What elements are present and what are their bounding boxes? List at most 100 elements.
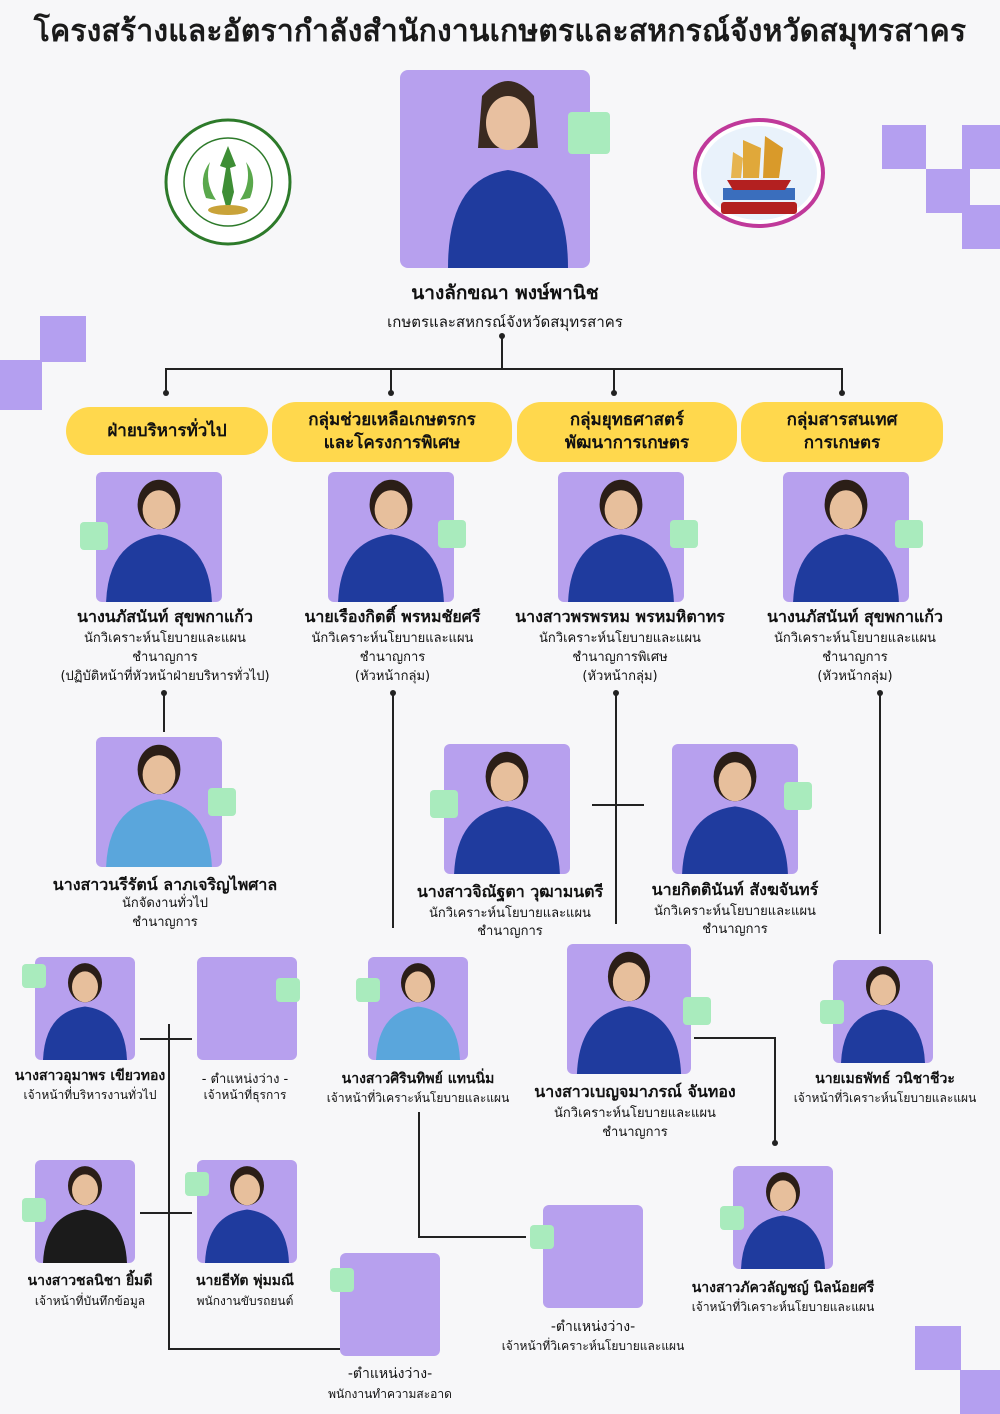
staff-accent-metapat: [820, 1000, 844, 1024]
chief-name: นางลักขณา พงษ์พานิช: [411, 282, 599, 304]
head-role-strategy-2: ชำนาญการพิเศษ: [572, 650, 668, 665]
staff-role-jinnatta-1: นักวิเคราะห์นโยบายและแผน: [429, 906, 591, 921]
head-accent-admin: [80, 522, 108, 550]
staff-accent-pakwalan: [720, 1206, 744, 1230]
staff-photo-jinnatta: [444, 744, 570, 874]
person-silhouette: [376, 963, 460, 1060]
staff-accent-teerat: [185, 1172, 209, 1196]
staff-name-benjamaporn: นางสาวเบญจมาภรณ์ จันทอง: [534, 1082, 736, 1101]
person-silhouette: [338, 479, 444, 602]
staff-photo-kittinan: [672, 744, 798, 874]
staff-photo-sirinthip: [368, 957, 468, 1060]
head-photo-it: [783, 472, 909, 602]
vacant-name-analyst: -ตำแหน่งว่าง-: [550, 1319, 636, 1335]
head-role-it-2: ชำนาญการ: [822, 650, 888, 665]
person-silhouette: [106, 744, 212, 867]
staff-role-kittinan-1: นักวิเคราะห์นโยบายและแผน: [654, 904, 816, 919]
head-name-it: นางนภัสนันท์ สุขพกาแก้ว: [767, 607, 943, 626]
staff-accent-kittinan: [784, 782, 812, 810]
staff-name-metapat: นายเมธพัทธ์ วนิชาชีวะ: [815, 1071, 955, 1087]
staff-accent-sirinthip: [356, 978, 380, 1002]
person-silhouette: [43, 1166, 127, 1263]
vacant-accent-cleaner: [330, 1268, 354, 1292]
head-role-strategy-3: (หัวหน้ากลุ่ม): [582, 669, 658, 684]
group-pill-it: กลุ่มสารสนเทศการเกษตร: [741, 402, 943, 462]
vacant-photo-analyst: [543, 1205, 643, 1308]
staff-name-jinnatta: นางสาวจิณัฐตา วุฒามนตรี: [416, 882, 604, 901]
staff-photo-chonnicha: [35, 1160, 135, 1263]
staff-role-benjamaporn-2: ชำนาญการ: [602, 1125, 668, 1140]
head-accent-it: [895, 520, 923, 548]
vacant-role-analyst: เจ้าหน้าที่วิเคราะห์นโยบายและแผน: [501, 1339, 685, 1353]
person-silhouette: [568, 479, 674, 602]
head-role-admin-1: นักวิเคราะห์นโยบายและแผน: [84, 631, 246, 646]
staff-role-jinnatta-2: ชำนาญการ: [477, 924, 543, 939]
staff-photo-umaporn: [35, 957, 135, 1060]
staff-name-chonnicha: นางสาวชลนิชา ยิ้มดี: [27, 1273, 153, 1289]
head-accent-farmer-aid: [438, 520, 466, 548]
head-role-strategy-1: นักวิเคราะห์นโยบายและแผน: [539, 631, 701, 646]
staff-role-benjamaporn-1: นักวิเคราะห์นโยบายและแผน: [554, 1106, 716, 1121]
ministry-logo: [164, 118, 292, 246]
staff-photo-pakwalan: [733, 1166, 833, 1269]
staff-accent-nareerat: [208, 788, 236, 816]
vacant-accent-analyst: [530, 1225, 554, 1249]
staff-photo-benjamaporn: [567, 944, 691, 1074]
staff-role-nareerat-2: ชำนาญการ: [132, 915, 198, 930]
staff-photo-nareerat: [96, 737, 222, 867]
vacant-photo-clerk: [197, 957, 297, 1060]
person-silhouette: [741, 1172, 825, 1269]
head-role-farmer-aid-2: ชำนาญการ: [359, 650, 426, 665]
head-name-admin: นางนภัสนันท์ สุขพกาแก้ว: [77, 607, 253, 626]
staff-accent-benjamaporn: [683, 997, 711, 1025]
staff-name-teerat: นายธีทัต พุ่มมณี: [195, 1273, 295, 1289]
head-role-it-3: (หัวหน้ากลุ่ม): [817, 669, 893, 684]
person-silhouette: [793, 479, 899, 602]
staff-accent-chonnicha: [22, 1198, 46, 1222]
person-silhouette: [841, 966, 925, 1063]
group-pill-strategy: กลุ่มยุทธศาสตร์พัฒนาการเกษตร: [517, 402, 737, 462]
staff-name-sirinthip: นางสาวศิรินทิพย์ แทนนิ่ม: [341, 1071, 495, 1087]
vacant-photo-cleaner: [340, 1253, 440, 1356]
staff-name-nareerat: นางสาวนรีรัตน์ ลาภเจริญไพศาล: [52, 875, 278, 894]
staff-role-nareerat-1: นักจัดงานทั่วไป: [121, 896, 208, 911]
group-pill-farmer-aid: กลุ่มช่วยเหลือเกษตรกรและโครงการพิเศษ: [272, 402, 512, 462]
staff-accent-jinnatta: [430, 790, 458, 818]
staff-accent-umaporn: [22, 964, 46, 988]
vacant-accent-clerk: [276, 978, 300, 1002]
person-silhouette: [43, 963, 127, 1060]
head-photo-farmer-aid: [328, 472, 454, 602]
chief-role: เกษตรและสหกรณ์จังหวัดสมุทรสาคร: [387, 313, 623, 331]
vacant-role-clerk: เจ้าหน้าที่ธุรการ: [203, 1088, 287, 1102]
head-role-admin-3: (ปฏิบัติหน้าที่หัวหน้าฝ่ายบริหารทั่วไป): [60, 669, 270, 684]
province-logo: [693, 118, 825, 228]
staff-name-umaporn: นางสาวอุมาพร เขียวทอง: [14, 1068, 166, 1084]
head-photo-strategy: [558, 472, 684, 602]
chief-photo: [400, 70, 590, 268]
person-silhouette: [106, 479, 212, 602]
head-accent-strategy: [670, 520, 698, 548]
chief-accent: [568, 112, 610, 154]
staff-role-metapat-1: เจ้าหน้าที่วิเคราะห์นโยบายและแผน: [793, 1091, 977, 1105]
person-silhouette: [205, 1166, 289, 1263]
head-role-it-1: นักวิเคราะห์นโยบายและแผน: [774, 631, 936, 646]
vacant-name-cleaner: -ตำแหน่งว่าง-: [347, 1366, 433, 1382]
page-title: โครงสร้างและอัตรากำลังสำนักงานเกษตรและสห…: [33, 14, 967, 49]
head-role-admin-2: ชำนาญการ: [132, 650, 198, 665]
head-name-farmer-aid: นายเรืองกิตติ์ พรหมชัยศรี: [304, 607, 481, 626]
staff-name-pakwalan: นางสาวภัควลัญชญ์ นิลน้อยศรี: [691, 1280, 875, 1296]
staff-photo-teerat: [197, 1160, 297, 1263]
staff-role-sirinthip-1: เจ้าหน้าที่วิเคราะห์นโยบายและแผน: [326, 1091, 510, 1105]
vacant-role-cleaner: พนักงานทำความสะอาด: [328, 1387, 452, 1401]
head-role-farmer-aid-1: นักวิเคราะห์นโยบายและแผน: [311, 631, 474, 646]
staff-photo-metapat: [833, 960, 933, 1063]
head-photo-admin: [96, 472, 222, 602]
person-silhouette: [576, 951, 682, 1074]
staff-role-chonnicha-1: เจ้าหน้าที่บันทึกข้อมูล: [34, 1294, 146, 1308]
group-pill-admin: ฝ่ายบริหารทั่วไป: [66, 407, 268, 455]
head-name-strategy: นางสาวพรพรหม พรหมหิตาทร: [515, 607, 725, 626]
vacant-name-clerk: - ตำแหน่งว่าง -: [201, 1072, 289, 1087]
staff-role-pakwalan-1: เจ้าหน้าที่วิเคราะห์นโยบายและแผน: [691, 1300, 875, 1314]
staff-role-umaporn-1: เจ้าหน้าที่บริหารงานทั่วไป: [23, 1088, 157, 1102]
staff-role-teerat-1: พนักงานขับรถยนต์: [196, 1294, 294, 1308]
